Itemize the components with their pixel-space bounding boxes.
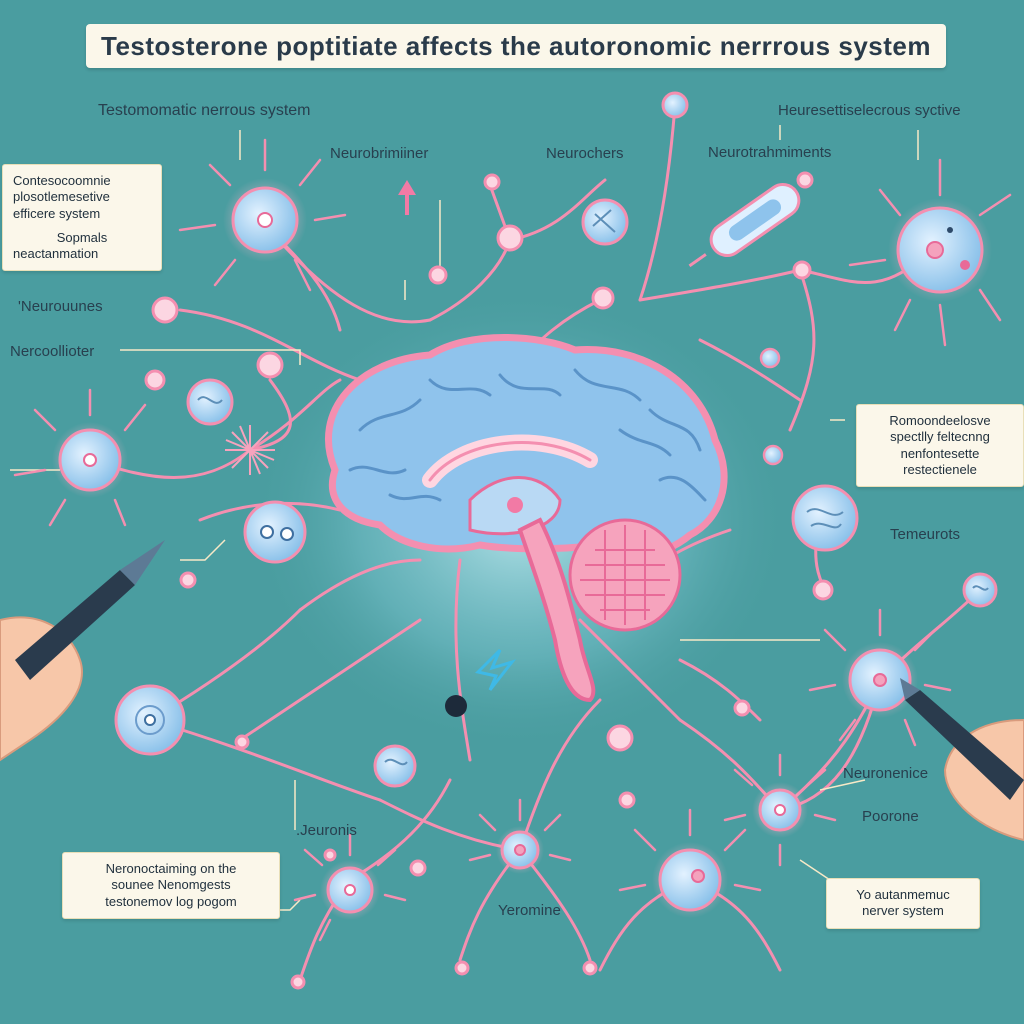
brain-illustration [325, 334, 728, 703]
right-hand-pen [900, 678, 1024, 842]
note-left-top: Contesocoomnie plosotlemesetive efficere… [2, 164, 162, 272]
burst-icon [225, 425, 275, 475]
label-nerocollioter: Nercoollioter [10, 343, 95, 360]
label-yeromine: Yeromine [498, 902, 561, 919]
page-title: Testosterone poptitiate affects the auto… [101, 30, 931, 61]
note-line: spectlly feltecnng [890, 429, 990, 445]
synapse-nodes [144, 171, 834, 990]
note-line: neactanmation [13, 246, 99, 261]
capsule-vesicle [688, 182, 801, 268]
note-line: nenfontesette [900, 445, 980, 461]
label-neurouunes: 'Neurouunes [18, 298, 103, 315]
label-neurobrimmer: Neurobrimiiner [330, 145, 429, 162]
label-neurotrahmiments: Neurotrahmiments [708, 144, 832, 161]
note-bottom-left: Neronoctaiming on the sounee Nenomgests … [62, 852, 280, 919]
vesicles [114, 91, 998, 788]
label-testomomatic: Testomomatic nerrous system [98, 102, 311, 119]
label-jeuronis: .Jeuronis [296, 822, 357, 839]
label-poorone: Poorone [862, 808, 919, 825]
left-hand-pen [0, 540, 165, 762]
spark-icon [445, 648, 517, 717]
note-right-mid: Romoondeelosve spectlly feltecnng nenfon… [856, 404, 1024, 487]
note-line: restectienele [903, 461, 977, 477]
note-line: Yo autanmemuc [856, 887, 950, 902]
up-arrow-icon [398, 180, 416, 215]
note-line: efficere system [13, 205, 101, 221]
note-line: sounee Nenomgests [111, 877, 231, 893]
label-temeurots: Temeurots [890, 526, 961, 543]
note-line: Romoondeelosve [889, 413, 991, 428]
note-line: Sopmals [56, 229, 108, 245]
note-line: testonemov log pogom [105, 893, 237, 909]
title-banner: Testosterone poptitiate affects the auto… [86, 24, 946, 68]
label-neuronenice: Neuronenice [843, 765, 929, 782]
neuron-cells [13, 138, 1012, 942]
label-neurochers: Neurochers [546, 145, 624, 162]
note-bottom-right: Yo autanmemuc nerver system [826, 878, 980, 929]
note-line: Neronoctaiming on the [105, 861, 237, 876]
note-line: nerver system [862, 903, 944, 919]
note-line: plosotlemesetive [13, 189, 110, 205]
label-heuresettic: Heuresettiselecrous syctive [778, 102, 961, 119]
note-line: Contesocoomnie [13, 173, 111, 188]
